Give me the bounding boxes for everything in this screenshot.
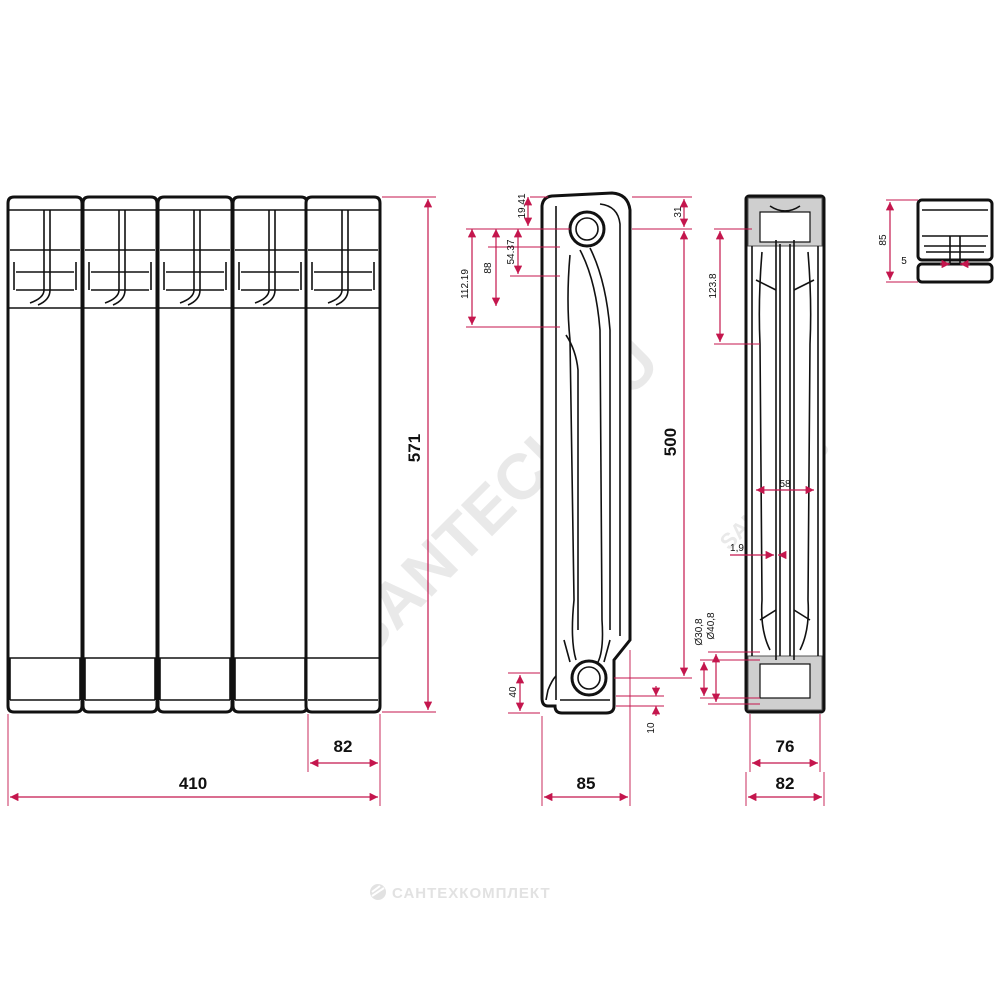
dimension-112-19: 112.19	[460, 269, 471, 299]
dimension-center-distance: 500	[661, 428, 680, 456]
dimension-54-37: 54.37	[506, 239, 517, 264]
radiator-section	[231, 195, 310, 714]
dimension-wall-thickness: 1,9	[730, 543, 744, 554]
radiator-section	[156, 195, 235, 714]
radiator-section	[304, 195, 382, 714]
dimension-19-41: 19.41	[517, 193, 528, 218]
dimension-10: 10	[646, 722, 657, 734]
bottom-port	[570, 659, 608, 697]
dimension-section-width: 82	[334, 737, 353, 756]
brand-footer: САНТЕХКОМПЛЕКТ	[370, 884, 551, 902]
radiator-section	[81, 195, 160, 714]
dimension-total-width: 410	[179, 774, 207, 793]
dimension-top-85: 85	[878, 234, 889, 246]
dimension-88: 88	[483, 262, 494, 274]
section-view: 123.8 58 1,9 Ø30,8 Ø40,8 76 82	[694, 194, 826, 806]
dimension-total-height: 571	[405, 434, 424, 462]
top-view: 85 5	[878, 198, 994, 284]
dimension-31: 31	[673, 206, 684, 218]
radiator-section	[6, 195, 85, 714]
dimension-port-outer-diameter: Ø40,8	[706, 612, 717, 640]
dimension-123-8: 123.8	[708, 273, 719, 298]
dimension-58: 58	[779, 479, 791, 490]
brand-logo-icon	[370, 884, 386, 900]
top-port	[568, 210, 606, 248]
top-view-foot	[916, 262, 994, 284]
dimension-outer-depth: 82	[776, 774, 795, 793]
dimension-gap-5: 5	[901, 256, 907, 267]
side-view: 19.41 54.37 88 112.19 31 500 40 10 85	[460, 191, 692, 806]
dimension-inner-depth: 76	[776, 737, 795, 756]
front-view: 571 82 410	[6, 195, 436, 806]
dimension-port-inner-diameter: Ø30,8	[694, 618, 705, 646]
dimension-depth: 85	[577, 774, 596, 793]
brand-name: САНТЕХКОМПЛЕКТ	[392, 885, 551, 902]
dimension-40: 40	[508, 686, 519, 698]
